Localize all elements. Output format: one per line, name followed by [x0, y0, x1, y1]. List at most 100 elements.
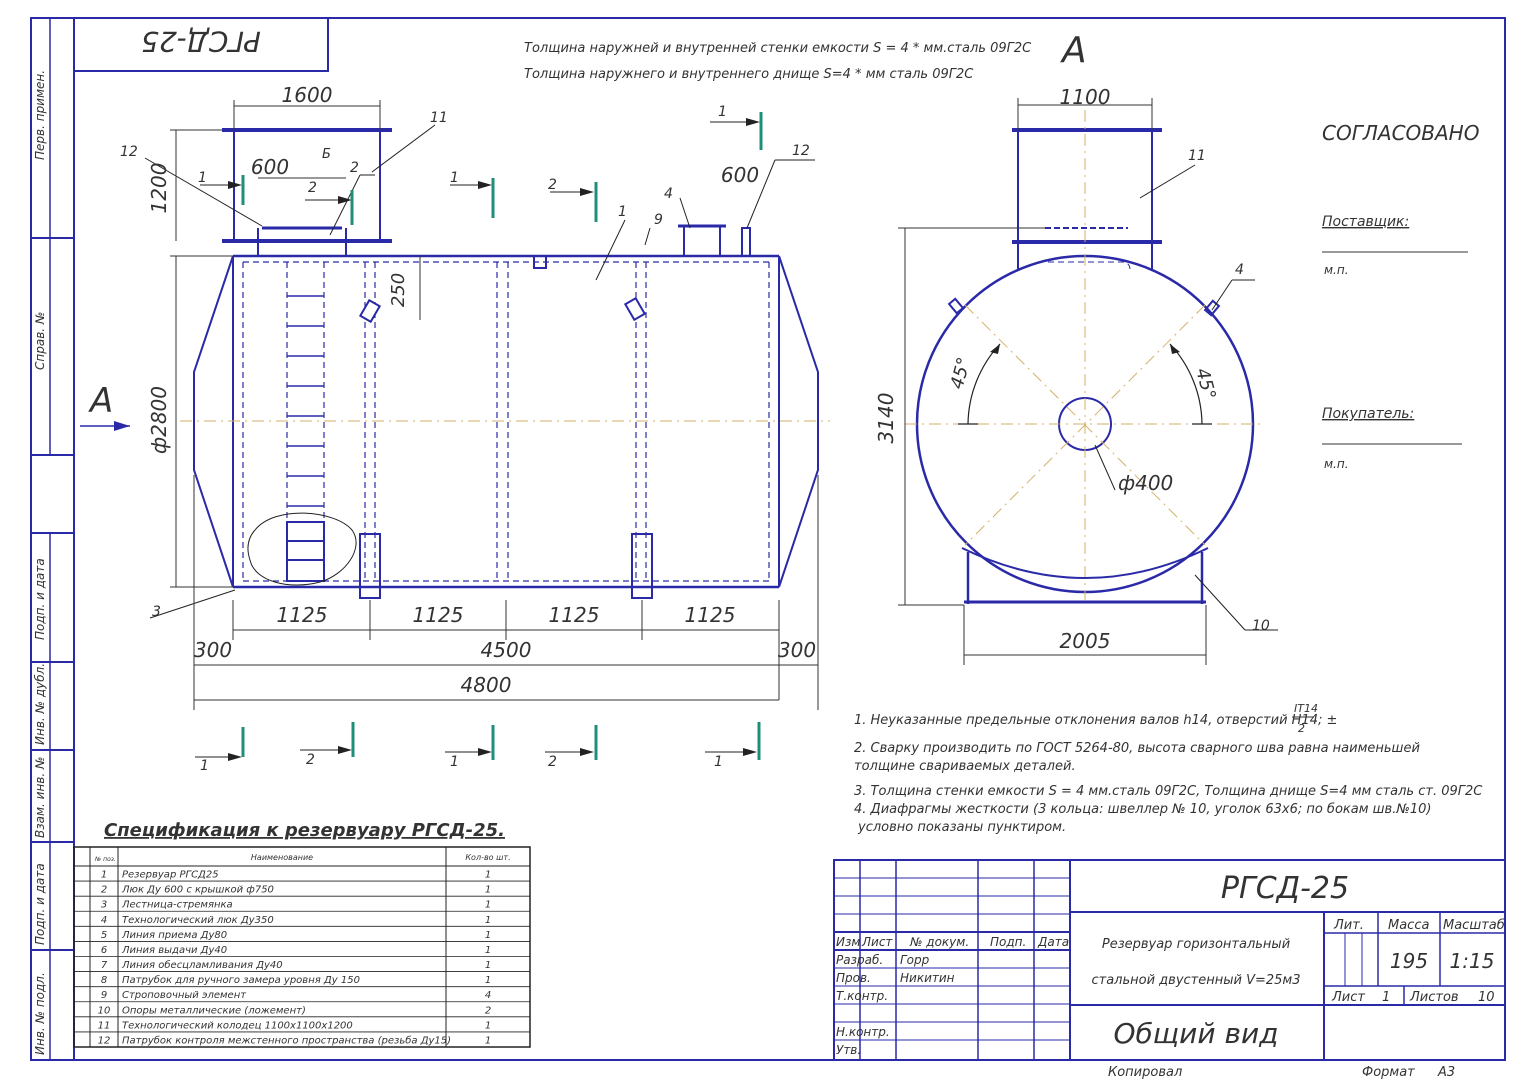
strip-label-7: Инв. № подл. — [33, 972, 47, 1055]
spec-cell-qty: 1 — [485, 900, 491, 911]
supplier-label: Поставщик: — [1322, 214, 1409, 230]
callout-2: 2 — [350, 160, 359, 176]
front-callout-10: 10 — [1252, 618, 1270, 634]
sec-label-1a: 1 — [198, 170, 207, 186]
spec-head-name: Наименование — [251, 853, 313, 862]
strip-label-3: Подп. и дата — [33, 558, 47, 640]
spec-cell-qty: 1 — [485, 930, 491, 941]
tb-masshtab: Масштаб — [1443, 918, 1505, 933]
side-strip: Перв. примен. Справ. № Подп. и дата Инв.… — [31, 18, 74, 1060]
spec-cell-name: Патрубок для ручного замера уровня Ду 15… — [122, 974, 360, 986]
tb-razrab: Разраб. — [836, 953, 883, 967]
callout-12-left: 12 — [120, 144, 138, 160]
tech-note-1-num: IT14 — [1294, 702, 1318, 715]
callout-3: 3 — [152, 604, 161, 620]
ladder — [247, 262, 357, 586]
tech-note-2: 2. Сварку производить по ГОСТ 5264-80, в… — [854, 741, 1420, 756]
buyer-label: Покупатель: — [1322, 406, 1414, 422]
spec-head-pos: № поз. — [94, 856, 116, 863]
spec-cell-qty: 1 — [485, 945, 491, 956]
front-callout-11: 11 — [1188, 148, 1206, 164]
dimensions-side — [170, 100, 819, 710]
spec-cell-pos: 11 — [98, 1020, 111, 1031]
spec-cell-name: Линия приема Ду80 — [121, 930, 227, 941]
dim-1200: 1200 — [147, 163, 171, 214]
tb-col-izm: Изм — [836, 935, 860, 949]
dim-4500: 4500 — [481, 638, 532, 662]
tb-tkontr: Т.контр. — [836, 989, 888, 1003]
callout-12-right: 12 — [792, 143, 810, 159]
tb-nkontr: Н.контр. — [836, 1025, 890, 1039]
top-stamp: РГСД-25 — [73, 17, 329, 72]
dim-2800: ф2800 — [147, 386, 171, 454]
view-a-left: А — [88, 381, 113, 421]
approval-title: СОГЛАСОВАНО — [1322, 121, 1479, 145]
spec-cell-pos: 12 — [98, 1035, 111, 1046]
spec-cell-pos: 7 — [101, 960, 108, 971]
spec-cell-name: Технологический люк Ду350 — [122, 915, 274, 926]
sec-label-1e: 1 — [450, 754, 459, 770]
tb-code: РГСД-25 — [1221, 871, 1349, 906]
spec-cell-pos: 9 — [101, 990, 107, 1001]
tb-massa: Масса — [1388, 918, 1429, 933]
dim-1125-2: 1125 — [413, 603, 464, 627]
spec-table: Спецификация к резервуару РГСД-25. № поз… — [73, 820, 531, 1048]
dim-600-well: 600 — [251, 155, 289, 179]
strip-label-6: Подп. и дата — [33, 863, 47, 945]
leaders — [144, 124, 815, 619]
dim-1125-4: 1125 — [685, 603, 736, 627]
angle-45-left: 45° — [947, 355, 976, 391]
tb-view: Общий вид — [1113, 1017, 1278, 1050]
sec-label-1f: 1 — [714, 754, 723, 770]
tb-sheets-label: Листов — [1409, 990, 1459, 1005]
callout-1: 1 — [618, 204, 627, 220]
tb-razrab-name: Горр — [900, 953, 930, 967]
spec-cell-pos: 10 — [98, 1005, 111, 1016]
dim-600-hatch: 600 — [721, 163, 759, 187]
strip-label-2: Справ. № — [33, 312, 47, 370]
strip-label-1: Перв. примен. — [33, 70, 47, 160]
spec-cell-qty: 1 — [485, 915, 491, 926]
spec-cell-name: Опоры металлические (ложемент) — [122, 1005, 306, 1016]
dim-2005: 2005 — [1060, 629, 1111, 653]
dim-400: ф400 — [1118, 471, 1173, 495]
dim-300-right: 300 — [778, 638, 816, 662]
spec-cell-pos: 6 — [101, 945, 107, 956]
spec-cell-pos: 3 — [101, 900, 107, 911]
title-block: Изм Лист № докум. Подп. Дата Разраб. Гор… — [833, 859, 1506, 1080]
spec-cell-name: Строповочный элемент — [122, 990, 247, 1001]
buyer-mp: м.п. — [1324, 457, 1349, 471]
tb-col-doc: № докум. — [909, 935, 969, 949]
tb-lit: Лит. — [1333, 918, 1364, 933]
tb-prov: Пров. — [836, 971, 871, 985]
tb-prov-name: Никитин — [900, 971, 955, 985]
tech-note-3: 3. Толщина стенки емкости S = 4 мм.сталь… — [854, 784, 1483, 799]
supports — [359, 533, 653, 599]
spec-cell-name: Технологический колодец 1100х1100х1200 — [122, 1020, 353, 1031]
spec-cell-name: Линия обесцламливания Ду40 — [121, 959, 283, 971]
supplier-mp: м.п. — [1324, 263, 1349, 277]
sec-label-2a: 2 — [548, 177, 557, 193]
tb-sheet-value: 1 — [1382, 990, 1390, 1005]
tb-format: Формат — [1362, 1065, 1415, 1080]
spec-cell-qty: 1 — [485, 885, 491, 896]
spec-cell-name: Лестница-стремянка — [121, 900, 233, 911]
section-markers: 1 1 2 1 1 2 1 2 1 — [195, 104, 763, 774]
spec-cell-name: Линия выдачи Ду40 — [121, 945, 227, 956]
tb-format-value: А3 — [1437, 1065, 1455, 1080]
side-view: 1600 600 1200 600 250 ф2800 1125 1125 11… — [80, 83, 830, 710]
tech-note-1-den: 2 — [1298, 722, 1305, 735]
spec-cell-pos: 1 — [101, 870, 107, 881]
spec-cell-pos: 5 — [101, 930, 107, 941]
dim-250: 250 — [388, 273, 409, 307]
sec-label-2b: 2 — [306, 752, 315, 768]
tank-shell — [180, 254, 830, 589]
sec-label-1b: 1 — [450, 170, 459, 186]
outer-frame — [30, 17, 1506, 1061]
callout-9: 9 — [654, 212, 663, 228]
dim-1125-1: 1125 — [277, 603, 328, 627]
spec-cell-name: Люк Ду 600 с крышкой ф750 — [121, 885, 274, 896]
tb-col-list: Лист — [861, 935, 893, 949]
spec-head-qty: Кол-во шт. — [465, 853, 510, 862]
